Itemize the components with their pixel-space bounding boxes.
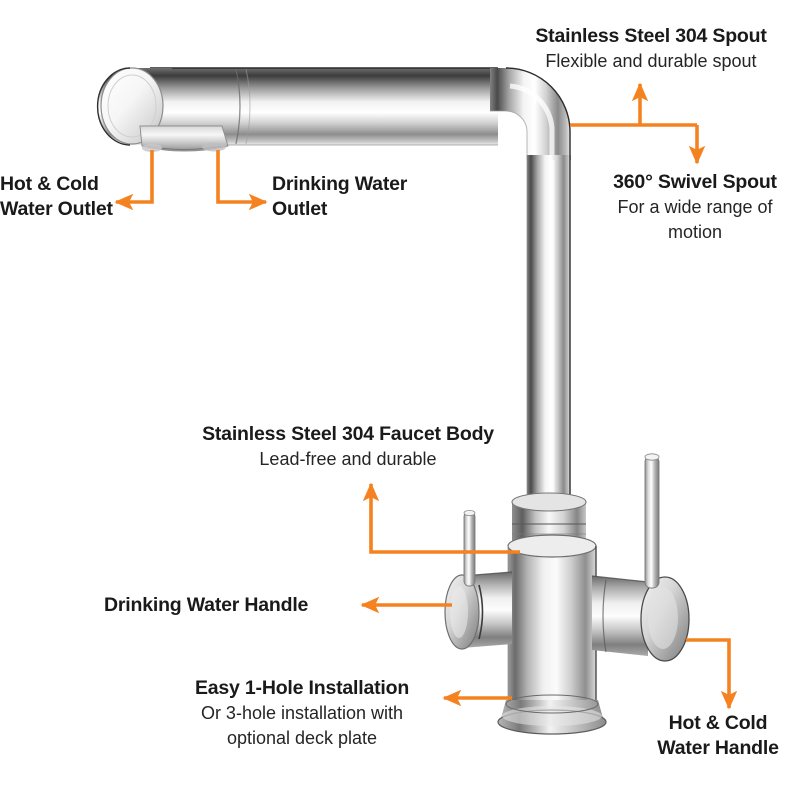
drinking-water-lever <box>463 509 476 587</box>
callout-installation-subtitle-line1: Or 3-hole installation with <box>200 703 404 723</box>
callout-drinking-outlet-line1: Drinking Water <box>272 173 408 195</box>
callout-hot-cold-water-outlet: Hot & Cold Water Outlet <box>0 172 170 222</box>
callout-spout-subtitle: Flexible and durable spout <box>545 51 757 71</box>
callout-drinking-water-outlet: Drinking Water Outlet <box>272 172 472 222</box>
callout-drinking-water-handle: Drinking Water Handle <box>104 593 354 618</box>
spout-elbow-bend <box>490 67 571 160</box>
spout-vertical-riser <box>526 155 571 500</box>
drinking-water-handle-arm <box>444 571 513 650</box>
callout-installation-title: Easy 1-Hole Installation <box>194 677 410 699</box>
callout-hot-cold-outlet-line1: Hot & Cold <box>0 173 99 195</box>
faucet-body-column <box>507 534 597 712</box>
hot-cold-handle-arm <box>591 575 690 662</box>
faucet-product-image <box>96 67 690 735</box>
callout-hot-cold-handle-line2: Water Handle <box>657 737 779 759</box>
callout-drinking-handle-title: Drinking Water Handle <box>104 594 309 616</box>
callout-spout: Stainless Steel 304 Spout Flexible and d… <box>508 24 794 74</box>
callout-hot-cold-water-handle: Hot & Cold Water Handle <box>636 711 800 761</box>
callout-hot-cold-outlet-line2: Water Outlet <box>0 198 113 220</box>
callout-faucet-body: Stainless Steel 304 Faucet Body Lead-fre… <box>168 422 528 472</box>
spout-end-cap <box>96 67 172 146</box>
callout-faucet-body-subtitle: Lead-free and durable <box>259 449 437 469</box>
callout-installation-subtitle-line2: optional deck plate <box>226 728 378 748</box>
callout-swivel-spout: 360° Swivel Spout For a wide range of mo… <box>592 170 798 245</box>
spout-outlet-block <box>139 125 229 152</box>
callout-connector-arrows <box>114 82 738 710</box>
hot-cold-lever <box>644 453 660 589</box>
callout-faucet-body-title: Stainless Steel 304 Faucet Body <box>202 423 494 445</box>
callout-drinking-outlet-line2: Outlet <box>272 198 328 220</box>
callout-hot-cold-handle-line1: Hot & Cold <box>668 712 768 734</box>
arrow-drinking-outlet <box>216 150 268 211</box>
faucet-base-plate <box>497 694 607 735</box>
callout-swivel-title: 360° Swivel Spout <box>613 171 777 193</box>
arrow-faucet-body <box>362 482 520 554</box>
callout-installation: Easy 1-Hole Installation Or 3-hole insta… <box>172 676 432 751</box>
callout-swivel-subtitle: For a wide range of motion <box>617 197 773 242</box>
arrow-hot-cold-outlet <box>114 150 154 211</box>
arrow-hot-cold-handle <box>686 638 738 710</box>
spout-horizontal-arm <box>150 67 498 146</box>
callout-spout-title: Stainless Steel 304 Spout <box>535 25 767 47</box>
